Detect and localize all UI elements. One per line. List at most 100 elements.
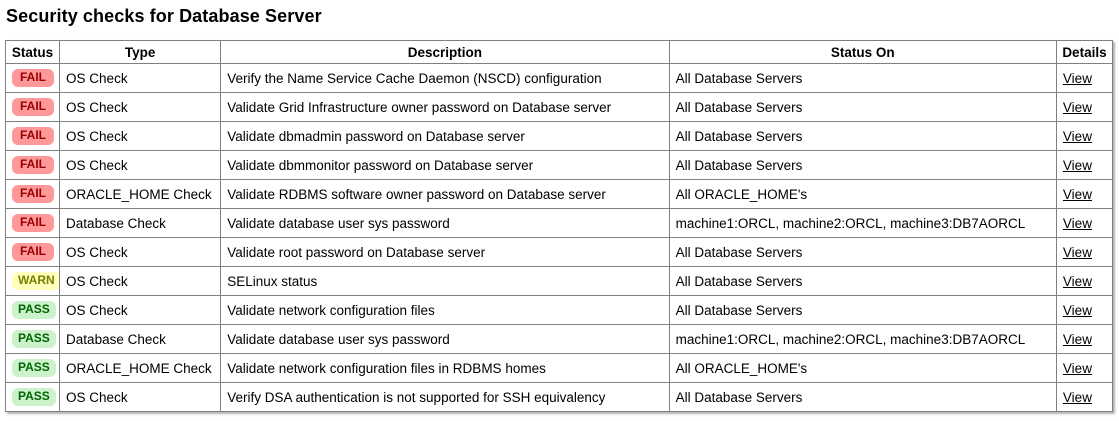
check-description-cell: Validate database user sys password	[220, 208, 670, 238]
column-header-status-on: Status On	[668, 40, 1057, 64]
details-cell: View	[1055, 266, 1114, 296]
check-type-cell: OS Check	[59, 150, 222, 180]
view-details-link[interactable]: View	[1062, 215, 1092, 231]
check-type-cell: OS Check	[59, 121, 222, 151]
status-badge: PASS	[12, 388, 56, 406]
status-on-cell: machine1:ORCL, machine2:ORCL, machine3:D…	[668, 324, 1057, 354]
status-on-cell: All ORACLE_HOME's	[668, 179, 1057, 209]
page-title: Security checks for Database Server	[6, 6, 322, 26]
status-badge: WARN	[12, 272, 59, 290]
status-on-cell: All Database Servers	[668, 295, 1057, 325]
details-cell: View	[1055, 121, 1114, 151]
view-details-link[interactable]: View	[1062, 331, 1092, 347]
check-description-cell: Validate dbmmonitor password on Database…	[220, 150, 670, 180]
status-badge: FAIL	[12, 156, 54, 174]
status-on-cell: All Database Servers	[668, 237, 1057, 267]
details-cell: View	[1055, 237, 1114, 267]
check-description-cell: Verify the Name Service Cache Daemon (NS…	[220, 63, 670, 93]
details-cell: View	[1055, 92, 1114, 122]
status-on-cell: All Database Servers	[668, 266, 1057, 296]
view-details-link[interactable]: View	[1062, 186, 1092, 202]
status-on-cell: All Database Servers	[668, 150, 1057, 180]
view-details-link[interactable]: View	[1062, 157, 1092, 173]
status-cell: PASS	[4, 353, 61, 383]
details-cell: View	[1055, 353, 1114, 383]
check-description-cell: Verify DSA authentication is not support…	[220, 382, 670, 412]
status-badge: FAIL	[12, 69, 54, 87]
status-cell: FAIL	[4, 121, 61, 151]
table-row: FAIL OS Check Validate Grid Infrastructu…	[4, 92, 1114, 122]
status-cell: FAIL	[4, 92, 61, 122]
status-badge: FAIL	[12, 214, 54, 232]
check-description-cell: Validate root password on Database serve…	[220, 237, 670, 267]
status-badge: PASS	[12, 359, 56, 377]
column-header-description: Description	[220, 40, 670, 64]
details-cell: View	[1055, 150, 1114, 180]
security-checks-table: Status Type Description Status On Detail…	[4, 40, 1114, 412]
check-type-cell: OS Check	[59, 266, 222, 296]
view-details-link[interactable]: View	[1062, 302, 1092, 318]
status-cell: FAIL	[4, 237, 61, 267]
view-details-link[interactable]: View	[1062, 389, 1092, 405]
check-description-cell: Validate network configuration files	[220, 295, 670, 325]
check-type-cell: Database Check	[59, 324, 222, 354]
table-row: WARN OS Check SELinux status All Databas…	[4, 266, 1114, 296]
status-on-cell: All Database Servers	[668, 63, 1057, 93]
view-details-link[interactable]: View	[1062, 128, 1092, 144]
column-header-type: Type	[59, 40, 222, 64]
status-on-cell: All ORACLE_HOME's	[668, 353, 1057, 383]
table-row: FAIL OS Check Validate dbmmonitor passwo…	[4, 150, 1114, 180]
status-cell: WARN	[4, 266, 61, 296]
status-cell: PASS	[4, 324, 61, 354]
details-cell: View	[1055, 208, 1114, 238]
check-description-cell: Validate RDBMS software owner password o…	[220, 179, 670, 209]
check-description-cell: Validate Grid Infrastructure owner passw…	[220, 92, 670, 122]
details-cell: View	[1055, 382, 1114, 412]
check-description-cell: SELinux status	[220, 266, 670, 296]
status-on-cell: All Database Servers	[668, 92, 1057, 122]
view-details-link[interactable]: View	[1062, 244, 1092, 260]
view-details-link[interactable]: View	[1062, 70, 1092, 86]
check-type-cell: ORACLE_HOME Check	[59, 353, 222, 383]
check-description-cell: Validate network configuration files in …	[220, 353, 670, 383]
view-details-link[interactable]: View	[1062, 99, 1092, 115]
status-cell: FAIL	[4, 63, 61, 93]
status-cell: FAIL	[4, 150, 61, 180]
table-row: FAIL OS Check Validate root password on …	[4, 237, 1114, 267]
table-row: FAIL ORACLE_HOME Check Validate RDBMS so…	[4, 179, 1114, 209]
table-row: FAIL OS Check Validate dbmadmin password…	[4, 121, 1114, 151]
view-details-link[interactable]: View	[1062, 360, 1092, 376]
status-cell: FAIL	[4, 208, 61, 238]
table-row: PASS Database Check Validate database us…	[4, 324, 1114, 354]
details-cell: View	[1055, 63, 1114, 93]
status-cell: PASS	[4, 382, 61, 412]
check-type-cell: Database Check	[59, 208, 222, 238]
status-cell: PASS	[4, 295, 61, 325]
status-on-cell: All Database Servers	[668, 121, 1057, 151]
check-type-cell: OS Check	[59, 63, 222, 93]
view-details-link[interactable]: View	[1062, 273, 1092, 289]
check-type-cell: ORACLE_HOME Check	[59, 179, 222, 209]
details-cell: View	[1055, 324, 1114, 354]
status-badge: FAIL	[12, 185, 54, 203]
check-description-cell: Validate dbmadmin password on Database s…	[220, 121, 670, 151]
status-badge: FAIL	[12, 243, 54, 261]
table-row: FAIL OS Check Verify the Name Service Ca…	[4, 63, 1114, 93]
check-type-cell: OS Check	[59, 295, 222, 325]
column-header-status: Status	[4, 40, 61, 64]
table-row: PASS ORACLE_HOME Check Validate network …	[4, 353, 1114, 383]
table-row: PASS OS Check Verify DSA authentication …	[4, 382, 1114, 412]
status-on-cell: All Database Servers	[668, 382, 1057, 412]
table-row: PASS OS Check Validate network configura…	[4, 295, 1114, 325]
status-cell: FAIL	[4, 179, 61, 209]
table-row: FAIL Database Check Validate database us…	[4, 208, 1114, 238]
details-cell: View	[1055, 179, 1114, 209]
column-header-details: Details	[1055, 40, 1114, 64]
status-on-cell: machine1:ORCL, machine2:ORCL, machine3:D…	[668, 208, 1057, 238]
check-type-cell: OS Check	[59, 237, 222, 267]
status-badge: PASS	[12, 330, 56, 348]
check-type-cell: OS Check	[59, 382, 222, 412]
check-description-cell: Validate database user sys password	[220, 324, 670, 354]
table-header-row: Status Type Description Status On Detail…	[4, 40, 1114, 64]
